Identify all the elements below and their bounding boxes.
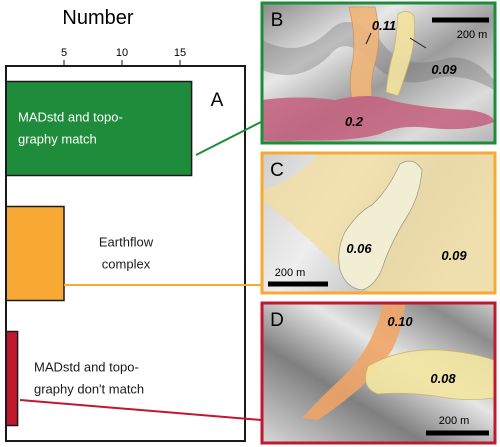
scale-label-c: 200 m [275, 267, 306, 279]
value-label-0.06: 0.06 [346, 241, 372, 256]
inset-d: 0.10 0.08 200 m D [260, 301, 497, 445]
x-axis-ticks: 5 10 15 [61, 47, 186, 66]
leader-0.09-b [409, 37, 427, 49]
bar [5, 330, 19, 427]
value-label-0.11: 0.11 [372, 18, 396, 33]
inset-c-frame [260, 151, 497, 295]
bar [5, 205, 65, 302]
plot-frame [5, 65, 246, 442]
earthflow-0.11 [348, 6, 380, 101]
connector-line-d [19, 399, 262, 421]
bar-category-label: graphy don't match [34, 382, 144, 397]
leader-0.11 [365, 32, 372, 45]
scale-label-b: 200 m [457, 29, 488, 41]
hillshade-ridge [262, 22, 494, 90]
inset-b-frame [260, 1, 497, 145]
value-label-0.08: 0.08 [430, 371, 456, 386]
x-axis-title: Number [62, 7, 133, 29]
earthflow-0.2 [262, 96, 494, 141]
panel-letter-c: C [270, 160, 284, 181]
inset-d-frame [260, 301, 497, 445]
panel-letter-a: A [211, 90, 224, 111]
bar-category-label: graphy match [18, 132, 97, 147]
bar-chart: Number 5 10 15 A MADstd and topo-graphy ma… [5, 7, 246, 442]
panel-letter-d: D [270, 310, 284, 331]
inset-c: 0.06 0.09 200 m C [260, 151, 497, 295]
bar-category-label: MADstd and topo- [18, 110, 123, 125]
panel-letter-b: B [271, 10, 284, 31]
bars [5, 80, 193, 427]
inset-b: 0.11 0.09 0.2 200 m B [260, 1, 497, 145]
value-label-0.2: 0.2 [345, 114, 364, 129]
earthflow-0.08 [365, 349, 495, 400]
connector-line-b [195, 121, 262, 156]
x-tick-label: 5 [61, 47, 67, 59]
bar-category-label: complex [102, 257, 151, 272]
x-tick-label: 10 [116, 47, 128, 59]
value-label-0.09-c: 0.09 [441, 248, 467, 263]
earthflow-0.06 [338, 160, 423, 291]
earthflow-0.09-b [385, 11, 415, 97]
earthflow-0.10 [302, 305, 405, 420]
bar-category-label: MADstd and topo- [34, 360, 139, 375]
bar-category-label: Earthflow [99, 235, 154, 250]
x-tick-label: 15 [174, 47, 186, 59]
scale-label-d: 200 m [439, 415, 470, 427]
value-label-0.09-b: 0.09 [431, 62, 457, 77]
bar [5, 80, 193, 177]
value-label-0.10: 0.10 [387, 314, 413, 329]
